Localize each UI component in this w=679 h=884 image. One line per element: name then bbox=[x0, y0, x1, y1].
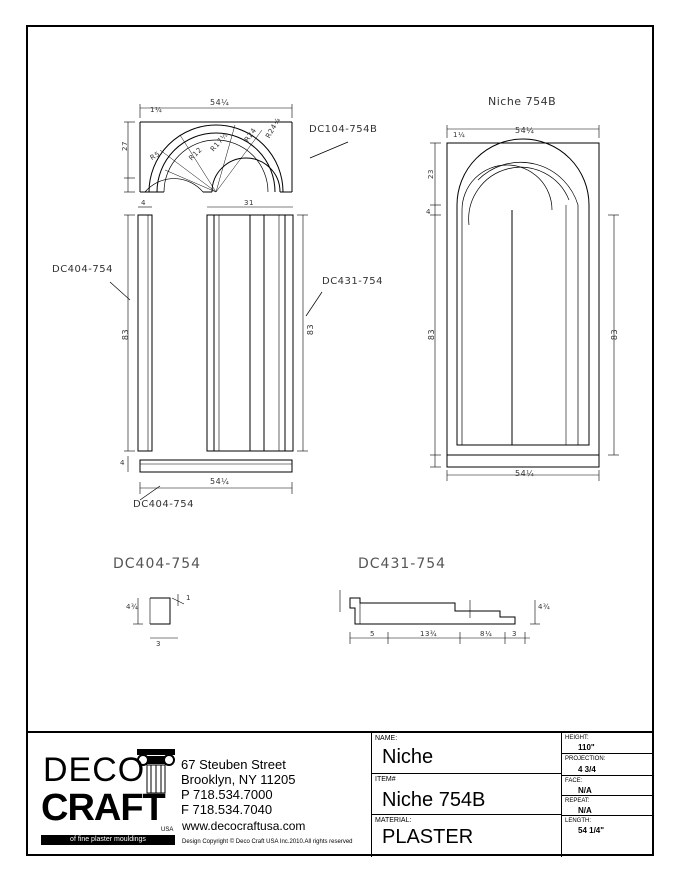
niche-title: Niche 754B bbox=[488, 95, 557, 108]
label-dc431: DC431-754 bbox=[322, 276, 383, 287]
repeat-cell: REPEAT: N/A bbox=[561, 796, 653, 816]
repeat-label: REPEAT: bbox=[565, 798, 590, 804]
length-label: LENGTH: bbox=[565, 818, 592, 824]
dim-p431-5: 5 bbox=[370, 630, 375, 638]
dim-p404-w: 3 bbox=[156, 640, 161, 648]
item-label: ITEM# bbox=[375, 776, 396, 783]
face-cell: FACE: N/A bbox=[561, 776, 653, 796]
profile-dc404 bbox=[133, 594, 185, 639]
dim-elev-top: 1¼ bbox=[453, 131, 466, 139]
dim-pilaster-width: 4 bbox=[141, 199, 146, 207]
label-dc404-bottom: DC404-754 bbox=[133, 499, 194, 510]
projection-label: PROJECTION: bbox=[565, 756, 606, 762]
copyright: Design Copyright © Deco Craft USA Inc.20… bbox=[182, 839, 353, 845]
material-label: MATERIAL: bbox=[375, 817, 412, 824]
dim-p431-13: 13¾ bbox=[420, 630, 438, 638]
dim-p431-h: 4¾ bbox=[538, 603, 551, 611]
dim-p431-8: 8¼ bbox=[480, 630, 493, 638]
dim-elev-base-width: 54¼ bbox=[515, 469, 535, 478]
face-value: N/A bbox=[578, 786, 592, 795]
dim-height-83-b: 83 bbox=[306, 323, 316, 336]
dim-elev-width: 54¼ bbox=[515, 126, 535, 135]
length-cell: LENGTH: 54 1/4" bbox=[561, 816, 653, 857]
dim-p404-t: 1 bbox=[186, 594, 191, 602]
dim-arch-width: 54¼ bbox=[210, 98, 230, 107]
dim-base-width: 54¼ bbox=[210, 477, 230, 486]
logo: DECO CRAFT USA of fine plaster mouldings bbox=[39, 747, 179, 847]
website-link[interactable]: www.decocraftusa.com bbox=[182, 819, 306, 833]
base-piece bbox=[127, 456, 293, 501]
dim-base: 4 bbox=[120, 459, 125, 467]
dim-p404-h: 4¾ bbox=[126, 603, 139, 611]
material-cell: MATERIAL: PLASTER bbox=[371, 815, 561, 857]
projection-cell: PROJECTION: 4 3/4 bbox=[561, 754, 653, 776]
repeat-value: N/A bbox=[578, 806, 592, 815]
address-fax: F 718.534.7040 bbox=[181, 802, 273, 817]
niche-elevation bbox=[430, 125, 619, 481]
address-phone: P 718.534.7000 bbox=[181, 787, 273, 802]
dim-elev-83: 83 bbox=[427, 328, 437, 341]
name-value: Niche bbox=[382, 746, 434, 768]
logo-deco: DECO bbox=[43, 751, 146, 789]
pilaster-front bbox=[206, 206, 323, 452]
logo-tagline: of fine plaster mouldings bbox=[41, 835, 175, 845]
height-value: 110" bbox=[578, 743, 595, 752]
name-cell: NAME: Niche bbox=[371, 733, 561, 774]
height-label: HEIGHT: bbox=[565, 735, 589, 741]
profile-label-dc431: DC431-754 bbox=[358, 556, 447, 572]
pilaster-side bbox=[109, 206, 153, 452]
dim-elev-4: 4 bbox=[426, 208, 431, 216]
drawing-frame bbox=[26, 25, 654, 856]
dim-panel-width: 31 bbox=[244, 199, 254, 207]
dim-elev-23: 23 bbox=[426, 169, 435, 179]
dim-elev-right-83: 83 bbox=[610, 328, 620, 341]
label-dc404-left: DC404-754 bbox=[52, 264, 113, 275]
height-cell: HEIGHT: 110" bbox=[561, 733, 653, 754]
address-street: 67 Steuben Street bbox=[181, 757, 286, 772]
title-block: DECO CRAFT USA of fine plaster mouldings… bbox=[27, 731, 653, 857]
dim-arch-top: 1¼ bbox=[150, 106, 163, 114]
item-cell: ITEM# Niche 754B bbox=[371, 774, 561, 815]
dim-arch-height: 27 bbox=[120, 141, 129, 151]
length-value: 54 1/4" bbox=[578, 826, 605, 835]
name-label: NAME: bbox=[375, 735, 398, 742]
address-block: 67 Steuben Street Brooklyn, NY 11205 P 7… bbox=[181, 757, 295, 817]
face-label: FACE: bbox=[565, 778, 583, 784]
material-value: PLASTER bbox=[382, 826, 474, 848]
item-value: Niche 754B bbox=[382, 789, 486, 811]
profile-label-dc404: DC404-754 bbox=[113, 556, 202, 572]
label-dc104: DC104-754B bbox=[309, 124, 378, 135]
logo-craft: CRAFT bbox=[41, 787, 166, 829]
projection-value: 4 3/4 bbox=[578, 765, 596, 774]
address-city: Brooklyn, NY 11205 bbox=[181, 772, 296, 787]
profile-dc431 bbox=[339, 590, 540, 644]
arch-piece bbox=[124, 104, 349, 193]
column-capital-icon bbox=[137, 749, 175, 794]
dim-p431-3: 3 bbox=[512, 630, 517, 638]
logo-usa: USA bbox=[161, 827, 174, 833]
dim-height-83: 83 bbox=[121, 328, 131, 341]
